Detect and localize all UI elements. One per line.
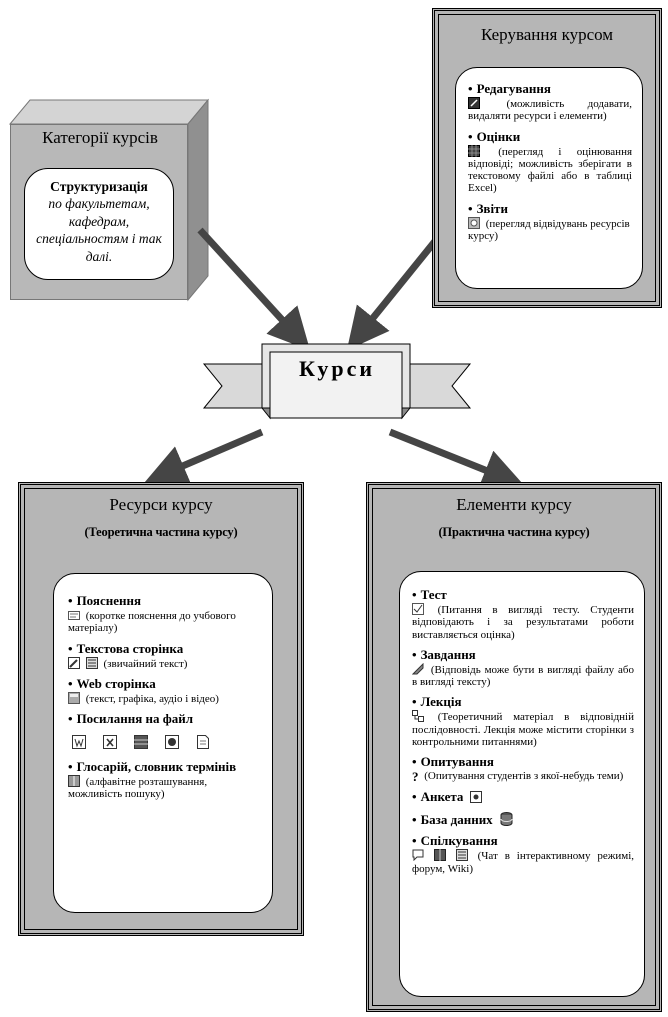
element-item-label: Спілкування: [412, 833, 634, 849]
element-item-desc: (Питання в вигляді тесту. Студенти відпо…: [412, 603, 634, 641]
resource-item-label: Web сторінка: [68, 676, 262, 692]
media-file-icon: [165, 735, 179, 753]
resource-item-desc: (коротке пояснення до учбового матеріалу…: [68, 609, 236, 635]
quiz-icon: [412, 602, 424, 615]
assignment-icon: [411, 662, 424, 675]
resource-item-desc: (текст, графіка, аудіо і відео): [85, 692, 219, 705]
management-item-reports: Звіти (перегляд відвідувань ресурсів кур…: [468, 201, 632, 243]
elements-title: Елементи курсу: [456, 495, 572, 514]
element-item-communication: Спілкування (Чат в інтерактивному режимі…: [412, 833, 635, 875]
resources-card: Пояснення (коротке пояснення до учбового…: [53, 573, 273, 913]
element-item-database: База данних: [412, 811, 634, 828]
categories-card: Структуризація по факультетам, кафедрам,…: [24, 168, 174, 280]
resources-title: Ресурси курсу: [109, 495, 213, 514]
resource-item-glossary: Глосарій, словник термінів (алфавітне ро…: [68, 759, 262, 801]
resource-item-explanation: Пояснення (коротке пояснення до учбового…: [68, 593, 262, 635]
reports-icon: [468, 216, 480, 229]
resource-item-label: Посилання на файл: [68, 711, 262, 727]
document-file-icon: [196, 735, 210, 753]
categories-subtitle: Структуризація: [50, 179, 148, 194]
management-item-grades: Оцінки (перегляд і оцінювання відповіді;…: [468, 129, 633, 195]
element-item-label: Тест: [412, 587, 634, 603]
management-box: Керування курсом Редагування (можливість…: [432, 8, 662, 308]
management-card: Редагування (можливість додавати, видаля…: [455, 67, 643, 289]
element-item-lesson: Лекція (Теоретичний матеріал в відповідн…: [412, 694, 635, 748]
label-icon: [68, 609, 80, 621]
elements-card: Тест (Питання в вигляді тесту. Студенти …: [399, 571, 645, 997]
arrow-management-to-courses: [346, 237, 439, 351]
element-item-label: Лекція: [412, 694, 634, 710]
management-item-desc: (перегляд відвідувань ресурсів курсу): [468, 217, 630, 242]
excel-file-icon: [103, 735, 117, 753]
element-item-label: Опитування: [412, 754, 634, 770]
archive-file-icon: [134, 735, 148, 753]
element-item-desc: (Чат в інтерактивному режимі, форум, Wik…: [412, 850, 635, 875]
management-title: Керування курсом: [480, 25, 614, 44]
management-item-desc: (перегляд і оцінювання відповіді; можлив…: [468, 145, 633, 195]
category-box-top: [8, 99, 210, 125]
resource-item-text-page: Текстова сторінка (звичайний текст): [68, 641, 262, 670]
resource-item-desc: (звичайний текст): [103, 657, 188, 670]
html-page-icon: [85, 656, 98, 669]
category-box-side: [187, 98, 209, 302]
chat-icon: [412, 849, 424, 862]
resource-item-file-link: Посилання на файл: [68, 711, 262, 753]
resource-item-web-page: Web сторінка (текст, графіка, аудіо і ві…: [68, 676, 262, 705]
courses-label: Курси: [298, 356, 376, 381]
management-item-desc: (можливість додавати, видаляти ресурси і…: [468, 97, 632, 123]
resources-subtitle: (Теоретична частина курсу): [84, 525, 238, 539]
text-page-icon: [68, 656, 80, 669]
arrow-categories-to-courses: [197, 227, 311, 351]
survey-icon: [470, 790, 483, 803]
element-item-label: Завдання: [412, 647, 634, 663]
web-page-icon: [68, 691, 80, 704]
element-item-desc: (Опитування студентів з якої-небудь теми…: [424, 770, 624, 783]
resources-box: Ресурси курсу (Теоретична частина курсу)…: [18, 482, 304, 936]
edit-icon: [468, 96, 480, 109]
categories-title: Категорії курсів: [42, 128, 158, 147]
word-file-icon: [72, 735, 86, 753]
lesson-icon: [412, 710, 424, 723]
element-item-test: Тест (Питання в вигляді тесту. Студенти …: [412, 587, 634, 641]
element-item-choice: Опитування ? (Опитування студентів з яко…: [412, 754, 634, 785]
management-item-label: Звіти: [468, 201, 632, 217]
element-item-label: Анкета: [412, 789, 463, 804]
resource-item-desc: (алфавітне розташування, можливість пошу…: [68, 775, 208, 801]
element-item-desc: (Теоретичний матеріал в відповідній посл…: [412, 711, 635, 748]
resource-item-label: Текстова сторінка: [68, 641, 262, 657]
database-icon: [500, 811, 513, 826]
glossary-icon: [68, 774, 80, 787]
elements-box: Елементи курсу (Практична частина курсу)…: [366, 482, 662, 1012]
element-item-survey: Анкета: [412, 789, 634, 805]
categories-text: по факультетам, кафедрам, спеціальностям…: [36, 196, 162, 264]
management-item-label: Редагування: [468, 81, 632, 97]
courses-banner: [202, 343, 472, 420]
element-item-assignment: Завдання (Відповідь може бути в вигляді …: [411, 647, 634, 689]
grades-icon: [468, 144, 480, 157]
elements-subtitle: (Практична частина курсу): [438, 525, 590, 539]
management-item-edit: Редагування (можливість додавати, видаля…: [468, 81, 632, 123]
resource-item-label: Пояснення: [68, 593, 262, 609]
resource-item-label: Глосарій, словник термінів: [68, 759, 262, 775]
arrow-courses-to-elements: [388, 428, 525, 490]
element-item-label: База данних: [412, 812, 493, 827]
arrow-courses-to-resources: [144, 428, 264, 486]
forum-icon: [433, 849, 446, 862]
management-item-label: Оцінки: [468, 129, 632, 145]
question-mark-icon: ?: [412, 769, 419, 785]
wiki-icon: [455, 849, 468, 862]
element-item-desc: (Відповідь може бути в вигляді файлу або…: [412, 663, 634, 689]
